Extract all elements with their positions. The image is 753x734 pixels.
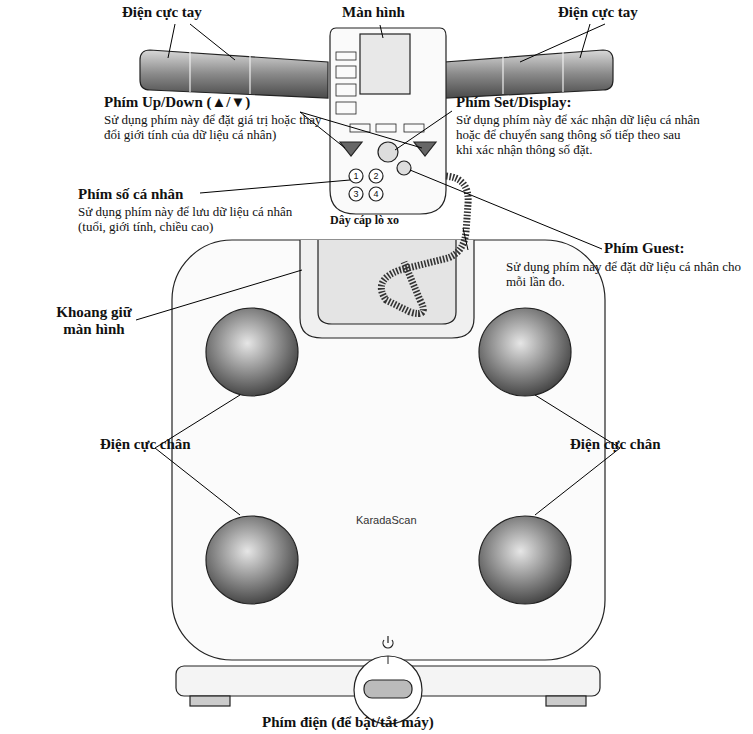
foot-electrode xyxy=(206,308,298,396)
foot-electrode xyxy=(479,516,571,604)
screen xyxy=(360,34,410,94)
foot-electrode xyxy=(206,516,298,604)
part-description: Sử dụng phím này để xác nhận dữ liệu cá … xyxy=(456,113,700,158)
part-name: Khoang giữ màn hình xyxy=(44,304,144,339)
display-unit xyxy=(330,28,446,214)
part-description: Sử dụng phím này để đặt giá trị hoặc tha… xyxy=(104,113,336,143)
power-button xyxy=(364,680,412,698)
part-name: Phím điện (để bật/tắt máy) xyxy=(262,714,434,731)
part-name: Dây cáp lò xo xyxy=(330,214,399,228)
magnifier xyxy=(354,656,422,724)
part-name: Phím số cá nhân xyxy=(78,186,183,203)
part-name: Phím Guest: xyxy=(604,240,684,257)
part-name: Màn hình xyxy=(342,4,405,21)
part-name: Phím Set/Display: xyxy=(456,94,571,111)
part-name: Điện cực tay xyxy=(558,4,638,21)
part-name: Điện cực chân xyxy=(570,436,661,453)
part-name: Điện cực chân xyxy=(100,436,191,453)
brand-mark: KaradaScan xyxy=(356,514,417,527)
display-holder xyxy=(300,240,474,338)
key-number: 3 xyxy=(353,189,358,199)
hand-grip xyxy=(445,50,613,98)
key-number: 1 xyxy=(353,171,358,181)
part-description: Sử dụng phím này để lưu dữ liệu cá nhân … xyxy=(78,205,300,235)
guest-key xyxy=(397,161,411,175)
part-name: Phím Up/Down (▲/▼) xyxy=(104,94,250,111)
key-number: 4 xyxy=(373,189,378,199)
part-name: Điện cực tay xyxy=(122,4,202,21)
foot-electrode xyxy=(479,308,571,396)
key-number: 2 xyxy=(373,171,378,181)
spring-cable xyxy=(381,176,468,314)
part-description: Sử dụng phím này để đặt dữ liệu cá nhân … xyxy=(506,260,746,290)
